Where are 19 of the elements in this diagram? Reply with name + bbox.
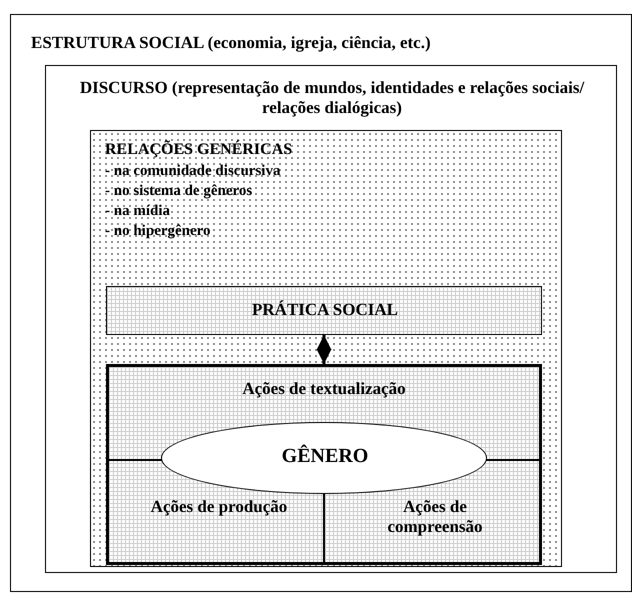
discourse-frame — [45, 65, 617, 573]
outer-frame — [10, 14, 632, 592]
ellipse-label: GÊNERO — [280, 445, 370, 468]
practice-box — [106, 286, 542, 335]
double-arrow — [316, 335, 332, 364]
list-item: - na mídia — [105, 203, 172, 220]
frame-heading: DISCURSO (representação de mundos, identidades e relações sociais/ relações dialógicas) — [78, 78, 586, 118]
genre-box — [106, 364, 542, 565]
box-label: PRÁTICA SOCIAL — [251, 300, 399, 320]
genre-ellipse — [161, 422, 487, 494]
dotted-panel — [90, 130, 562, 567]
list-item: - no sistema de gêneros — [105, 183, 254, 200]
panel-heading: RELAÇÕES GENÉRICAS — [105, 141, 294, 160]
list-item: - no hipergênero — [105, 223, 212, 240]
frame-heading: ESTRUTURA SOCIAL (economia, igreja, ciência, etc.) — [31, 33, 432, 53]
region-label: Ações de produção — [150, 497, 288, 517]
list-item: - na comunidade discursiva — [105, 163, 282, 180]
region-label: Ações de textualização — [241, 379, 407, 399]
region-label: Ações de compreensão — [386, 497, 484, 536]
